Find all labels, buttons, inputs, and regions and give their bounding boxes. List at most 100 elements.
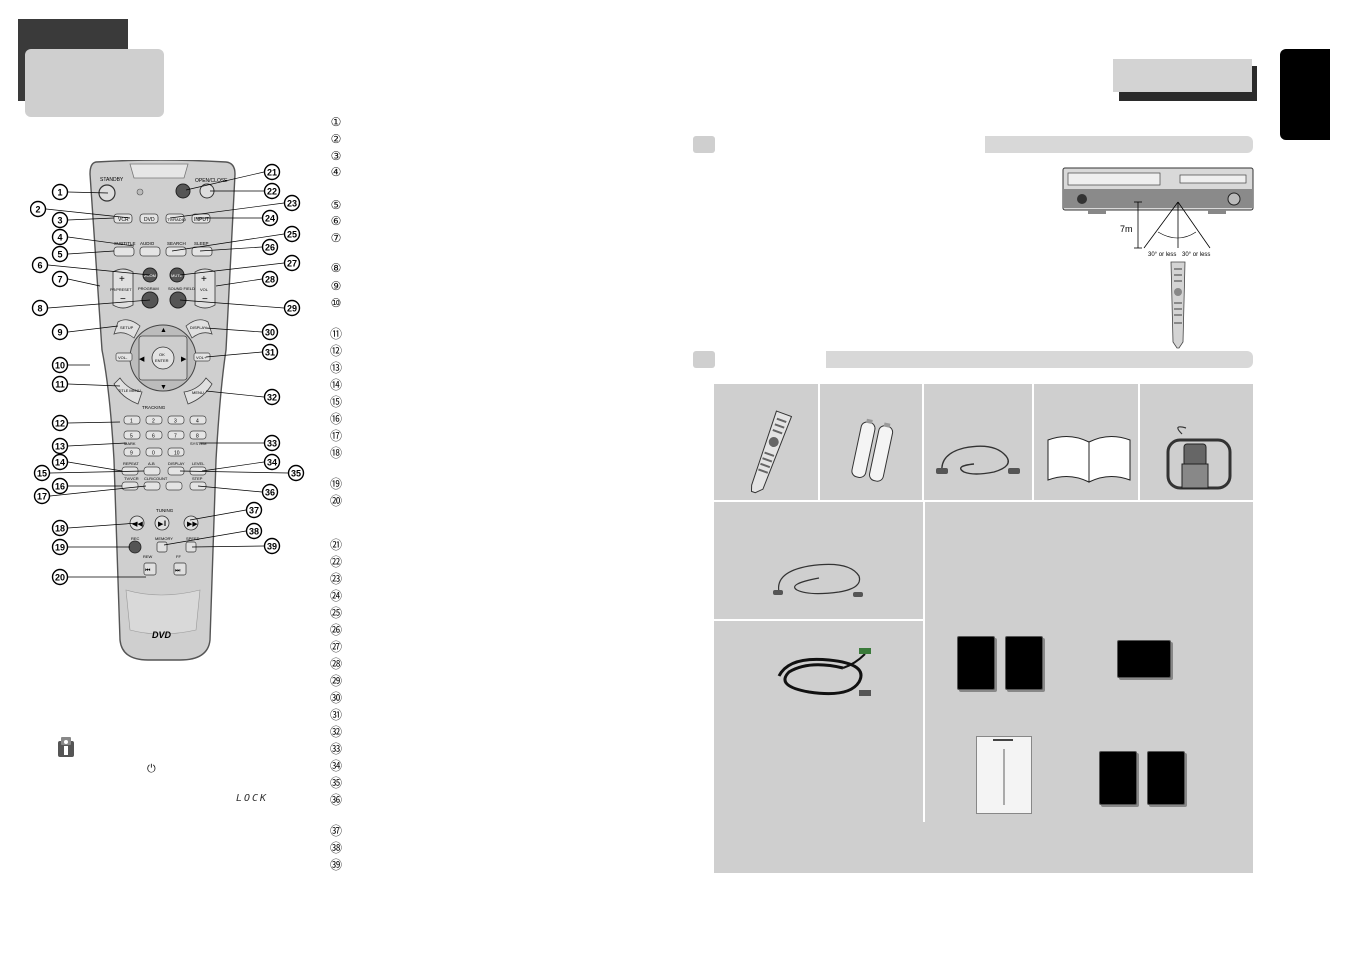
keypad-button-7[interactable] <box>167 430 185 440</box>
ab-button[interactable] <box>143 466 161 476</box>
keypad-button-0[interactable] <box>145 447 163 457</box>
legend-marker: ⑰ <box>330 429 343 443</box>
distance-label: 7m <box>1120 224 1133 234</box>
keypad-button-3[interactable] <box>167 415 185 425</box>
unit-foot-left <box>1088 210 1106 214</box>
keypad-button-2[interactable] <box>145 415 163 425</box>
skip-forward-button[interactable] <box>173 562 187 576</box>
callout-circle <box>51 183 69 201</box>
nav-down-icon[interactable]: ▼ <box>160 384 167 391</box>
mute-label: MUTE <box>171 273 183 278</box>
legend-marker: ㉝ <box>330 742 343 756</box>
nav-left-icon[interactable]: ◀ <box>139 356 145 363</box>
ok-label: OK <box>159 352 165 357</box>
sound-field-label: SOUND FIELD <box>168 286 195 291</box>
grid-divider <box>818 384 820 500</box>
vol-plus-button[interactable] <box>193 352 211 362</box>
callout-number: 17 <box>37 492 47 502</box>
callout-leader-line <box>67 461 123 472</box>
keypad-label: 0 <box>152 451 155 457</box>
skip-back-button[interactable] <box>143 562 157 576</box>
callout-circle <box>245 522 263 540</box>
callout-number: 14 <box>55 458 65 468</box>
callout-circle <box>261 343 279 361</box>
keypad-button-1[interactable] <box>123 415 141 425</box>
callout-leader-line <box>49 485 147 497</box>
callout-circle <box>263 163 281 181</box>
keypad-button-8[interactable] <box>189 430 207 440</box>
legend-marker: ㉔ <box>330 589 343 603</box>
range-section-bar <box>985 136 1253 153</box>
callout-circle <box>283 299 301 317</box>
tv-radio-label: TV/RADIO <box>167 217 186 222</box>
accessory-video-cable <box>936 445 1020 475</box>
callout-number: 35 <box>291 469 301 479</box>
step-label: STEP <box>192 476 203 481</box>
title-menu-button[interactable] <box>113 377 143 405</box>
unknown-top-button[interactable] <box>175 183 191 199</box>
clr-count-label: CLR/COUNT <box>144 476 168 481</box>
sleep-button[interactable] <box>191 246 213 257</box>
legend-marker: ㉗ <box>330 640 343 654</box>
mute-button[interactable] <box>169 267 185 283</box>
front-panel <box>1063 189 1253 208</box>
callout-circle <box>51 375 69 393</box>
chapter-side-tab <box>1280 49 1330 140</box>
step-back-button[interactable] <box>165 481 183 491</box>
vol-minus-button[interactable] <box>115 352 133 362</box>
tracking-label: TRACKING <box>142 405 166 410</box>
pr-plus-icon: + <box>119 274 125 285</box>
callout-leader-line <box>169 202 285 219</box>
callout-circle <box>261 270 279 288</box>
callout-number: 19 <box>55 543 65 553</box>
dvd-button[interactable] <box>139 213 159 224</box>
callout-circle <box>51 538 69 556</box>
legend-marker: ㊳ <box>330 841 343 855</box>
legend-marker: ⑲ <box>330 477 343 491</box>
clr-count-button[interactable] <box>143 481 161 491</box>
subtitle-button[interactable] <box>113 246 135 257</box>
ab-label: A-B <box>148 461 155 466</box>
pr-minus-icon: − <box>120 294 126 305</box>
vol-rocker[interactable] <box>194 268 216 309</box>
search-button[interactable] <box>165 246 187 257</box>
tv-radio-button[interactable] <box>165 213 185 224</box>
callout-number: 28 <box>265 275 275 285</box>
tvvcr-button[interactable] <box>121 481 139 491</box>
nav-up-icon[interactable]: ▲ <box>160 327 167 334</box>
callout-number: 6 <box>37 261 42 271</box>
accessory-fm-antenna <box>773 563 863 597</box>
callout-leader-line <box>67 421 121 424</box>
display-button[interactable] <box>185 319 213 339</box>
vol-minus-label: VOL- <box>118 355 128 360</box>
rear-speaker-left <box>1099 751 1137 805</box>
keypad-button-4[interactable] <box>189 415 207 425</box>
legend-marker: ㊱ <box>330 793 343 807</box>
keypad-button-6[interactable] <box>145 430 163 440</box>
rec-button[interactable] <box>128 540 142 554</box>
nav-right-icon[interactable]: ▶ <box>181 356 187 363</box>
ok-enter-button[interactable] <box>151 346 175 370</box>
keypad-button-9[interactable] <box>123 447 141 457</box>
callout-circle <box>51 356 69 374</box>
callout-circle <box>51 323 69 341</box>
grid-divider <box>714 500 1253 502</box>
keypad-label: 9 <box>130 451 133 457</box>
keypad-button-10[interactable] <box>167 447 185 457</box>
menu-button[interactable] <box>183 377 213 405</box>
angle-left-label: 30° or less <box>1148 252 1176 258</box>
legend-marker: ⑧ <box>330 261 342 275</box>
audio-button[interactable] <box>139 246 161 257</box>
callout-leader-line <box>47 299 151 309</box>
keypad-button-5[interactable] <box>123 430 141 440</box>
vcr-button[interactable] <box>113 213 133 224</box>
pr-preset-rocker[interactable] <box>112 268 134 309</box>
legend-marker: ⑯ <box>330 412 343 426</box>
keypad-label: 10 <box>174 451 180 457</box>
callout-circle <box>51 437 69 455</box>
sound-field-button[interactable] <box>169 291 187 309</box>
setup-button[interactable] <box>113 319 141 339</box>
section-header-box <box>1113 59 1252 92</box>
play-pause-button[interactable] <box>154 515 170 531</box>
stop-button[interactable] <box>156 541 168 553</box>
